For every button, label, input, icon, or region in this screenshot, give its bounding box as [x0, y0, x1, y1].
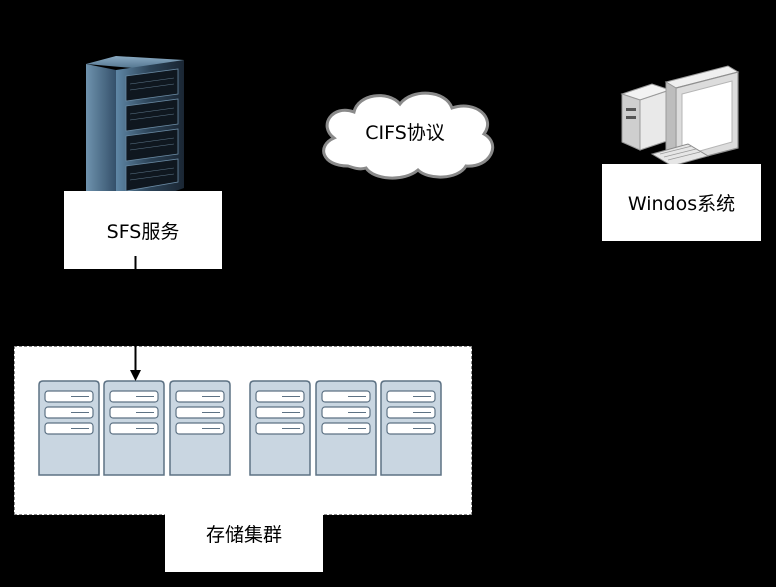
storage-server-icon — [315, 380, 377, 476]
storage-server-icon — [38, 380, 100, 476]
desktop-computer-icon — [620, 65, 740, 180]
storage-servers-group — [38, 380, 442, 476]
cifs-protocol-text: CIFS协议 — [365, 122, 445, 144]
cifs-protocol-label: CIFS协议 — [308, 118, 502, 145]
cloud-icon — [322, 91, 495, 180]
server-rack-icon — [86, 56, 184, 212]
sfs-service-text: SFS服务 — [106, 220, 180, 243]
storage-server-icon — [249, 380, 311, 476]
storage-cluster-text: 存储集群 — [205, 524, 282, 546]
storage-server-icon — [380, 380, 442, 476]
windows-system-text: Windos系统 — [627, 193, 736, 215]
sfs-service-label: SFS服务 — [64, 191, 222, 269]
windows-system-label: Windos系统 — [602, 164, 761, 241]
storage-cluster-label: 存储集群 — [165, 499, 323, 572]
sfs-to-storage-arrow — [130, 256, 141, 381]
storage-server-icon — [103, 380, 165, 476]
storage-server-icon — [169, 380, 231, 476]
